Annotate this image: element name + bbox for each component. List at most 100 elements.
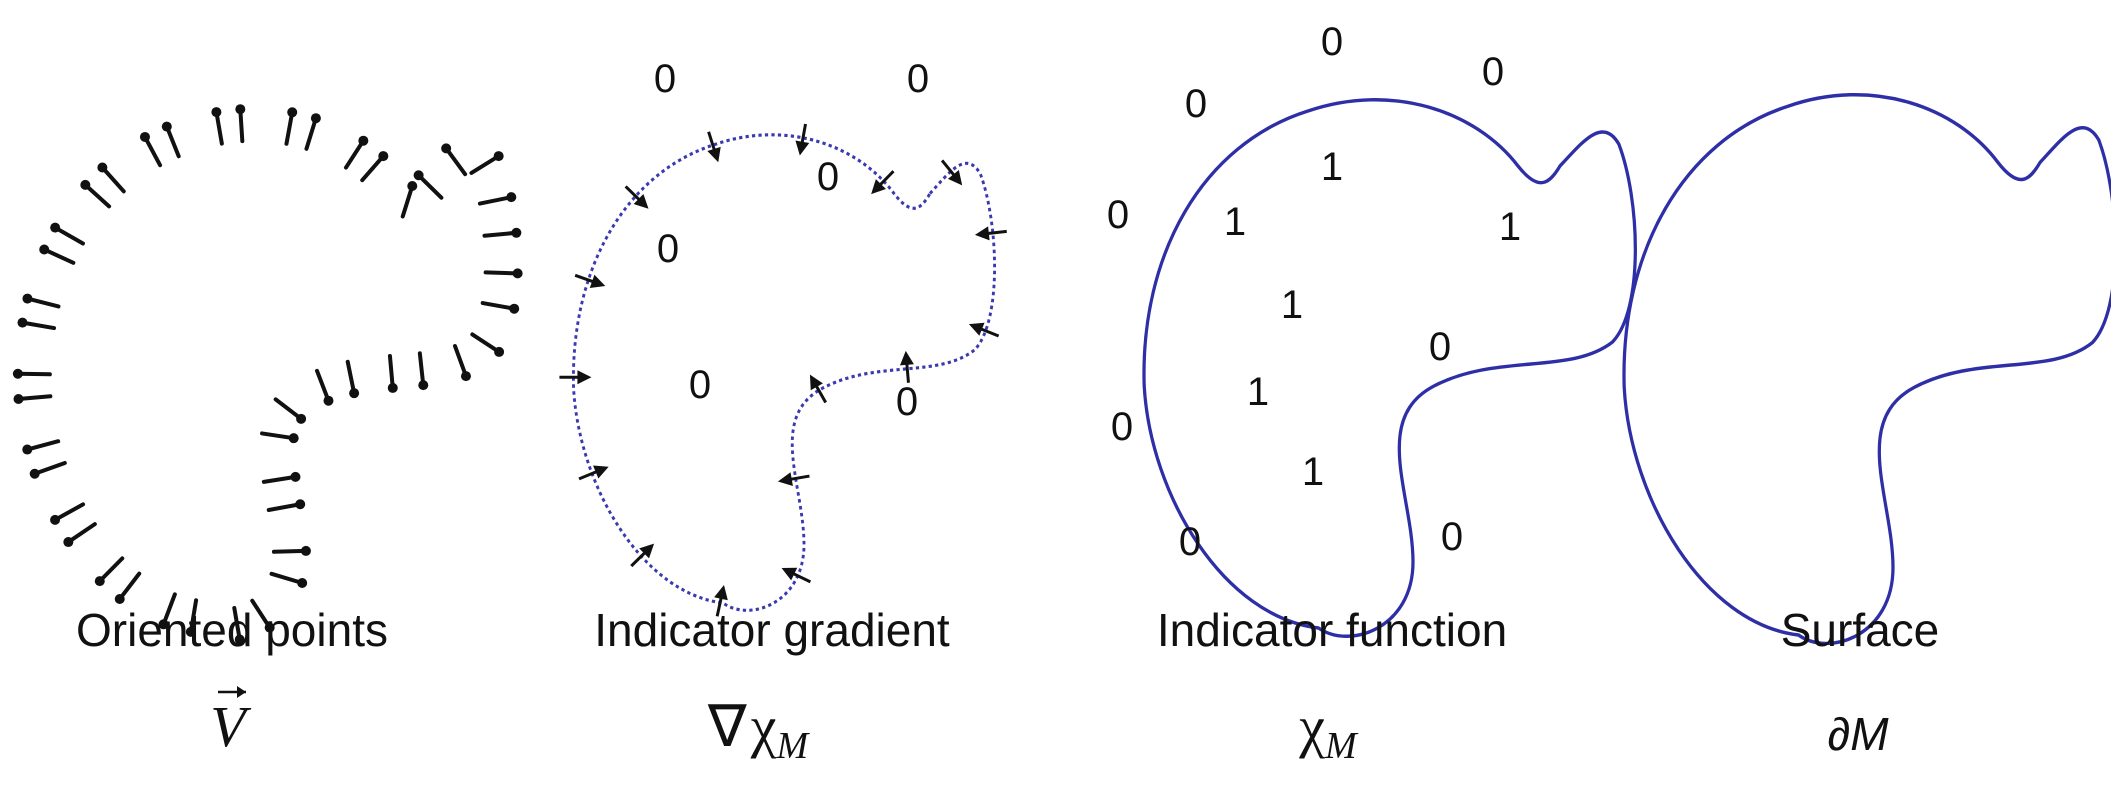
oriented-point-tip [511,227,522,238]
oriented-point-tip [494,346,505,357]
panel-indicator-function: 0 0 0 0 1 1 1 1 1 1 0 0 0 0 Indicator fu… [1107,20,1635,767]
function-label-outside: 0 [1111,405,1133,449]
oriented-point-stroke [232,606,242,642]
surface-contour [1624,95,2111,644]
oriented-point-tip [17,317,28,328]
gradient-label: 0 [817,155,839,199]
oriented-point-stroke [15,371,52,377]
oriented-point-stroke [164,124,181,159]
gradient-arrow-head [639,543,655,559]
function-label-inside: 1 [1224,200,1246,244]
oriented-point-tip [22,293,33,304]
gradient-arrow-head [974,226,990,241]
oriented-point-tip [407,180,418,191]
oriented-point-tip [211,107,222,118]
oriented-point-tip [297,578,308,589]
function-label-outside: 0 [1441,515,1463,559]
gradient-arrow-head [899,350,914,366]
gradient-arrow-head [947,170,963,186]
oriented-point-stroke [400,183,415,219]
caption-oriented-points: Oriented points [76,604,388,656]
oriented-point-tip [139,131,150,142]
gradient-arrow-head [589,274,606,288]
oriented-point-stroke [161,592,177,627]
oriented-point-stroke [100,165,126,194]
oriented-point-tip [460,371,471,382]
caption-indicator-function: Indicator function [1157,604,1507,656]
gradient-label: 0 [657,227,679,271]
oriented-point-stroke [261,474,298,484]
oriented-point-stroke [238,107,245,144]
oriented-point-tip [185,626,196,637]
oriented-point-stroke [480,301,517,311]
function-label-inside: 1 [1321,145,1343,189]
oriented-point-tip [22,444,33,455]
oriented-point-tip [97,162,108,173]
gradient-arrow-head [714,585,728,601]
oriented-point-tip [114,593,125,604]
gradient-arrow-head [795,140,810,156]
oriented-point-stroke [83,182,112,209]
oriented-point-stroke [66,522,97,545]
function-label-outside: 0 [1321,20,1343,64]
oriented-point-stroke [20,320,57,331]
oriented-point-tip [358,135,369,146]
oriented-point-tip [323,395,334,406]
gradient-label: 0 [907,57,929,101]
gradient-arrow-head [777,472,793,487]
oriented-point-stroke [269,571,305,586]
gradient-arrow-head [633,193,649,209]
caption-surface: Surface [1781,604,1940,656]
oriented-point-stroke [42,247,76,265]
oriented-point-tip [349,388,360,399]
oriented-point-tip [288,433,299,444]
oriented-point-stroke [250,598,272,630]
oriented-point-tip [50,514,61,525]
oriented-point-tip [295,499,306,510]
oriented-point-stroke [25,439,61,452]
function-label-outside: 0 [1185,82,1207,126]
oriented-point-stroke [477,195,514,206]
oriented-point-tip [50,222,61,233]
gradient-label: 0 [689,363,711,407]
oriented-point-tip [378,151,389,162]
oriented-point-stroke [360,154,386,183]
gradient-label: 0 [654,57,676,101]
gradient-arrow-head [577,370,592,385]
oriented-point-stroke [315,368,331,403]
oriented-point-stroke [266,502,303,512]
gradient-arrow-head [593,465,609,479]
oriented-point-tip [12,368,23,379]
oriented-point-stroke [387,354,395,390]
symbol-indicator-function: χM [1298,694,1359,767]
function-label-inside: 1 [1302,450,1324,494]
oriented-point-stroke [284,110,295,146]
oriented-point-tip [39,244,50,255]
oriented-point-tip [290,471,301,482]
oriented-point-tip [418,380,429,391]
oriented-points-group [12,104,523,645]
gradient-arrow-head [781,567,798,581]
oriented-point-stroke [53,502,86,522]
oriented-point-tip [287,107,298,118]
oriented-point-stroke [417,351,426,388]
oriented-point-stroke [343,138,366,170]
oriented-point-stroke [483,270,520,276]
oriented-point-stroke [304,116,318,151]
oriented-point-tip [506,192,517,203]
oriented-point-stroke [416,173,444,200]
oriented-point-tip [387,382,398,393]
oriented-point-tip [296,413,307,424]
oriented-point-stroke [117,571,142,601]
function-label-outside: 0 [1482,50,1504,94]
gradient-label: 0 [896,380,918,424]
oriented-point-tip [264,622,275,633]
oriented-point-stroke [444,146,468,177]
dotted-contour [573,135,994,611]
oriented-point-stroke [188,598,199,634]
symbol-vector-v: V [210,686,252,759]
oriented-point-tip [512,268,523,279]
panel-oriented-points: Oriented points V [12,104,523,759]
oriented-point-stroke [482,230,519,238]
